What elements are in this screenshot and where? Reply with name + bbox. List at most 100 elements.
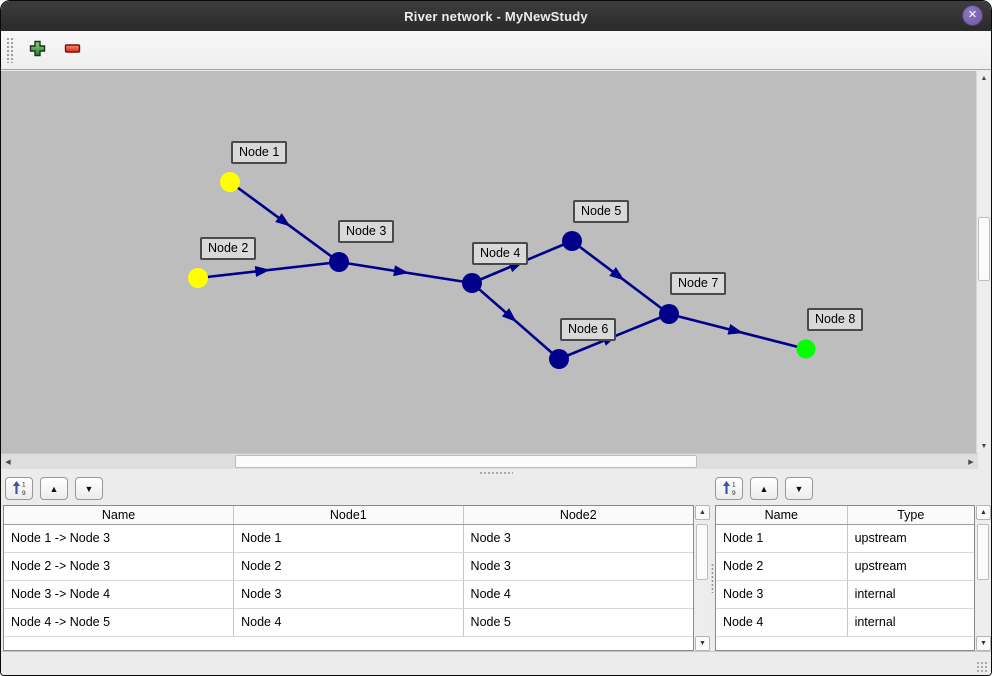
toolbar-drag-handle[interactable]: [6, 37, 15, 63]
node-n5[interactable]: [562, 231, 582, 251]
branches-cell[interactable]: Node 3 -> Node 4: [4, 581, 235, 608]
branches-cell[interactable]: Node 4: [234, 609, 464, 636]
scroll-up-icon[interactable]: ▲: [695, 505, 710, 520]
node-n1[interactable]: [220, 172, 240, 192]
splitter-handle-icon: [711, 563, 714, 593]
node-n7[interactable]: [659, 304, 679, 324]
nodes-cell[interactable]: Node 2: [716, 553, 848, 580]
branches-header-node2[interactable]: Node2: [559, 508, 597, 522]
canvas-vscroll-thumb[interactable]: [978, 217, 990, 281]
branches-cell[interactable]: Node 2 -> Node 3: [4, 553, 235, 580]
nodes-scroll-thumb[interactable]: [977, 524, 989, 580]
down-triangle-icon: ▼: [794, 483, 804, 494]
sort-ascending-icon: 1 9: [721, 480, 737, 498]
scroll-up-icon[interactable]: ▲: [976, 505, 991, 520]
minus-icon: [64, 40, 81, 60]
branches-cell[interactable]: Node 2: [234, 553, 464, 580]
scroll-down-icon[interactable]: ▼: [695, 636, 710, 651]
flow-arrow-icon: [254, 266, 271, 277]
tables-splitter[interactable]: [710, 505, 715, 651]
branches-cell[interactable]: Node 3: [470, 531, 511, 545]
flow-arrow-icon: [275, 213, 291, 227]
node-n2[interactable]: [188, 268, 208, 288]
canvas-table-splitter[interactable]: [1, 469, 991, 477]
node-n3[interactable]: [329, 252, 349, 272]
nodes-cell[interactable]: Node 3: [716, 581, 848, 608]
branches-cell[interactable]: Node 4 -> Node 5: [4, 609, 235, 636]
branches-cell[interactable]: Node 1: [234, 525, 464, 552]
branches-cell[interactable]: Node 1 -> Node 3: [4, 525, 235, 552]
nodes-header-name[interactable]: Name: [716, 506, 848, 524]
scroll-left-icon[interactable]: ◀: [5, 458, 11, 466]
node-label-n5[interactable]: Node 5: [573, 200, 630, 223]
branches-header-node1[interactable]: Node1: [234, 506, 464, 524]
nodes-cell[interactable]: internal: [854, 587, 896, 601]
resize-grip-icon[interactable]: [976, 661, 988, 673]
node-label-n1[interactable]: Node 1: [231, 141, 288, 164]
flow-arrow-icon: [609, 267, 625, 281]
branches-cell[interactable]: Node 3: [234, 581, 464, 608]
close-icon: ✕: [967, 9, 978, 21]
river-network-canvas[interactable]: Node 1 Node 2 Node 3 Node 4 Node 5 Node 6 Node…: [1, 71, 976, 453]
node-n8[interactable]: [796, 339, 816, 359]
nodes-table-row[interactable]: Node 2 upstream: [716, 553, 974, 581]
nodes-table-row[interactable]: Node 1 upstream: [716, 525, 974, 553]
node-label-n2[interactable]: Node 2: [200, 237, 257, 260]
branches-header-name[interactable]: Name: [4, 506, 235, 524]
branches-table-scrollbar[interactable]: ▲ ▼: [695, 505, 710, 651]
branches-cell[interactable]: Node 3: [470, 559, 511, 573]
canvas-hscroll-thumb[interactable]: [235, 455, 697, 468]
node-label-n3[interactable]: Node 3: [338, 220, 395, 243]
scroll-down-icon[interactable]: ▼: [976, 636, 991, 651]
close-button[interactable]: ✕: [962, 5, 983, 26]
move-branch-down-button[interactable]: ▼: [75, 477, 103, 500]
sort-nodes-button[interactable]: 1 9: [715, 477, 743, 500]
move-branch-up-button[interactable]: ▲: [40, 477, 68, 500]
svg-text:1: 1: [732, 481, 736, 488]
add-branch-button[interactable]: [24, 37, 50, 63]
nodes-cell[interactable]: Node 4: [716, 609, 848, 636]
plus-icon: [29, 40, 46, 60]
canvas-vertical-scrollbar[interactable]: ▲ ▼: [976, 71, 991, 453]
move-node-down-button[interactable]: ▼: [785, 477, 813, 500]
sort-branches-button[interactable]: 1 9: [5, 477, 33, 500]
up-triangle-icon: ▲: [49, 483, 59, 494]
nodes-cell[interactable]: Node 1: [716, 525, 848, 552]
scroll-up-icon[interactable]: ▲: [980, 74, 988, 82]
branches-cell[interactable]: Node 4: [470, 587, 511, 601]
nodes-table-row[interactable]: Node 4 internal: [716, 609, 974, 637]
nodes-table-row[interactable]: Node 3 internal: [716, 581, 974, 609]
node-n6[interactable]: [549, 349, 569, 369]
node-n4[interactable]: [462, 273, 482, 293]
nodes-cell[interactable]: upstream: [854, 559, 907, 573]
node-label-n4[interactable]: Node 4: [472, 242, 529, 265]
node-label-n6[interactable]: Node 6: [560, 318, 617, 341]
scroll-down-icon[interactable]: ▼: [980, 442, 988, 450]
nodes-header-row: Name Type: [716, 506, 974, 525]
canvas-horizontal-scrollbar[interactable]: ◀ ▶: [1, 453, 978, 469]
nodes-cell[interactable]: internal: [854, 615, 896, 629]
nodes-table-controls: 1 9 ▲ ▼: [715, 477, 813, 500]
node-label-n8[interactable]: Node 8: [807, 308, 864, 331]
nodes-table-scrollbar[interactable]: ▲ ▼: [976, 505, 991, 651]
move-node-up-button[interactable]: ▲: [750, 477, 778, 500]
svg-text:9: 9: [22, 490, 26, 496]
node-label-n7[interactable]: Node 7: [670, 272, 727, 295]
scroll-right-icon[interactable]: ▶: [968, 458, 974, 466]
sort-ascending-icon: 1 9: [11, 480, 27, 498]
branches-cell[interactable]: Node 5: [470, 615, 511, 629]
remove-branch-button[interactable]: [59, 37, 85, 63]
branches-scroll-thumb[interactable]: [696, 524, 708, 580]
table-controls: 1 9 ▲ ▼ 1 9: [1, 477, 991, 503]
nodes-header-type[interactable]: Type: [897, 508, 925, 522]
titlebar: River network - MyNewStudy ✕: [1, 1, 991, 31]
nodes-cell[interactable]: upstream: [854, 531, 907, 545]
